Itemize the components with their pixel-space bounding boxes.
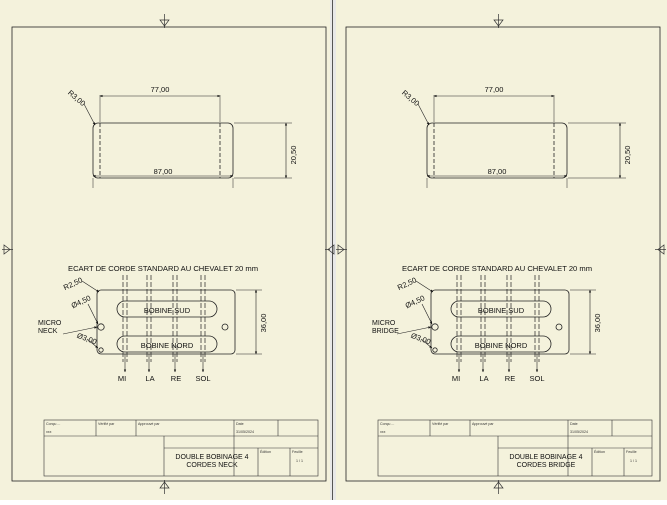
tb-title-line2: CORDES BRIDGE [517,462,576,469]
tb-reviewed-by: Vérifié par [432,422,449,426]
sheet-border [345,26,661,482]
title-block [43,419,319,477]
tb-date-value: 31/05/2024 [236,430,254,434]
micro-label-line2: NECK [38,328,58,335]
front-view [62,275,262,373]
dim-width-bottom: 87,00 [154,167,173,176]
tb-approved-by: Approuvé par [472,422,494,426]
centering-marks [336,14,666,494]
tb-date-label: Date [236,422,244,426]
dim-height: 20,50 [289,146,298,165]
string-label-sol: SOL [529,374,544,383]
tb-sheet-value: 1 / 1 [630,459,637,463]
dim-width-bottom: 87,00 [488,167,507,176]
string-label-re: RE [171,374,181,383]
tb-created-by: Conçu ... [46,422,60,426]
tb-date-label: Date [570,422,578,426]
tb-date-value: 31/05/2024 [570,430,588,434]
dim-width-top: 77,00 [151,85,170,94]
coil-top-label: BOBINE SUD [144,306,191,315]
tb-created-by-value: xxx [380,430,386,434]
string-label-re: RE [505,374,515,383]
dim-front-height: 36,00 [259,314,268,333]
coil-bottom-label: BOBINE NORD [141,341,194,350]
dim-height: 20,50 [623,146,632,165]
tb-approved-by: Approuvé par [138,422,160,426]
string-label-mi: MI [452,374,460,383]
tb-edition-label: Édition [260,449,271,454]
centering-marks [2,14,335,494]
string-label-la: LA [145,374,154,383]
sheet-neck-background [0,0,330,500]
string-label-mi: MI [118,374,126,383]
top-view [417,94,626,188]
front-view [396,275,596,373]
string-label-la: LA [479,374,488,383]
coil-bottom-label: BOBINE NORD [475,341,528,350]
tb-created-by: Conçu ... [380,422,394,426]
tb-sheet-value: 1 / 1 [296,459,303,463]
tb-created-by-value: xxx [46,430,52,434]
micro-label-line1: MICRO [372,320,396,327]
dim-width-top: 77,00 [485,85,504,94]
tb-title-line2: CORDES NECK [186,462,238,469]
coil-top-label: BOBINE SUD [478,306,525,315]
sheet-border [11,26,327,482]
tb-edition-label: Édition [594,449,605,454]
tb-title-line1: DOUBLE BOBINAGE 4 [509,454,582,461]
dim-front-height: 36,00 [593,314,602,333]
string-label-sol: SOL [195,374,210,383]
top-view [83,94,292,188]
micro-label-line2: BRIDGE [372,328,399,335]
title-block [377,419,653,477]
micro-label-line1: MICRO [38,320,62,327]
sheet-neck[interactable]: 77,00 87,00 20,50 R3,00 ECART DE CORDE S… [2,14,335,494]
tb-sheet-label: Feuille [626,450,637,454]
string-spacing-title: ECART DE CORDE STANDARD AU CHEVALET 20 m… [402,264,592,273]
string-spacing-title: ECART DE CORDE STANDARD AU CHEVALET 20 m… [68,264,258,273]
tb-reviewed-by: Vérifié par [98,422,115,426]
sheet-bridge-background [336,0,667,500]
tb-sheet-label: Feuille [292,450,303,454]
tb-title-line1: DOUBLE BOBINAGE 4 [175,454,248,461]
